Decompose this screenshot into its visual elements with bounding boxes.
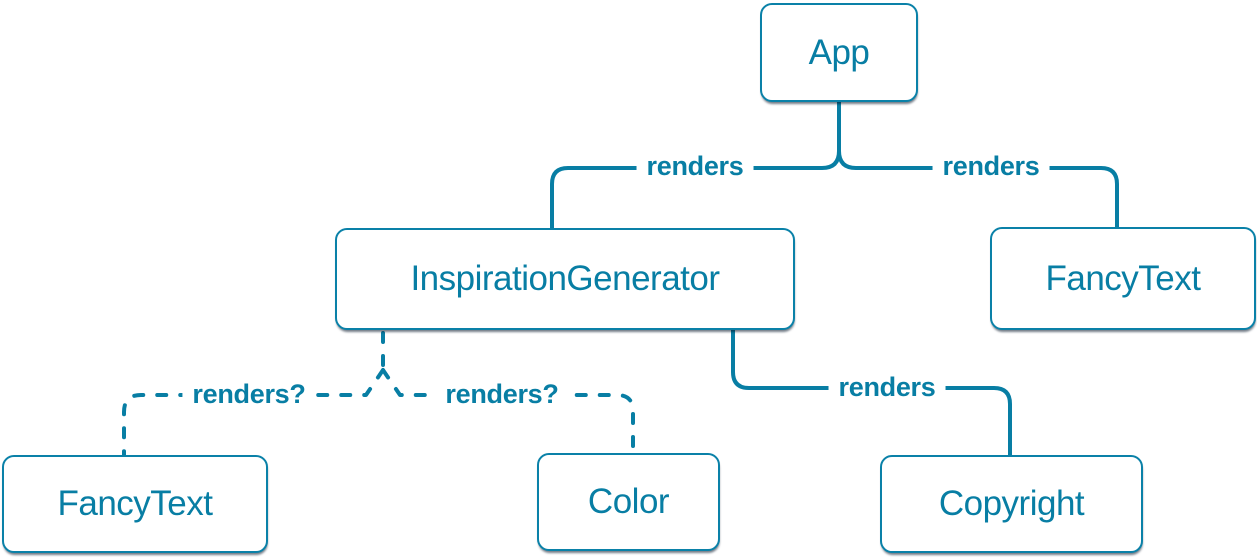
edge-inspiration-generator-to-color-dashed-line [381,368,635,454]
node-fancy-text-bottom: FancyText [2,455,268,553]
node-color-label: Color [587,482,670,521]
node-color: Color [537,453,720,551]
edge-label-inspiration-generator-color: renders? [435,379,569,410]
edge-inspiration-generator-to-fancy-text-dashed-line [122,368,385,457]
node-fancy-text-top-label: FancyText [1045,258,1202,298]
node-inspiration-generator-label: InspirationGenerator [410,259,720,298]
node-fancy-text-bottom-label: FancyText [57,484,214,523]
node-app: App [760,3,918,102]
node-copyright-label: Copyright [938,484,1085,523]
node-copyright: Copyright [880,455,1143,553]
edge-label-inspiration-generator-copyright: renders [828,372,946,403]
node-app-label: App [808,32,870,72]
edge-label-inspiration-generator-fancy-text: renders? [182,379,316,410]
node-inspiration-generator: InspirationGenerator [335,228,795,330]
edge-label-app-inspiration-generator: renders [636,151,754,182]
edge-label-app-fancy-text: renders [932,151,1050,182]
node-fancy-text-top: FancyText [990,227,1256,330]
